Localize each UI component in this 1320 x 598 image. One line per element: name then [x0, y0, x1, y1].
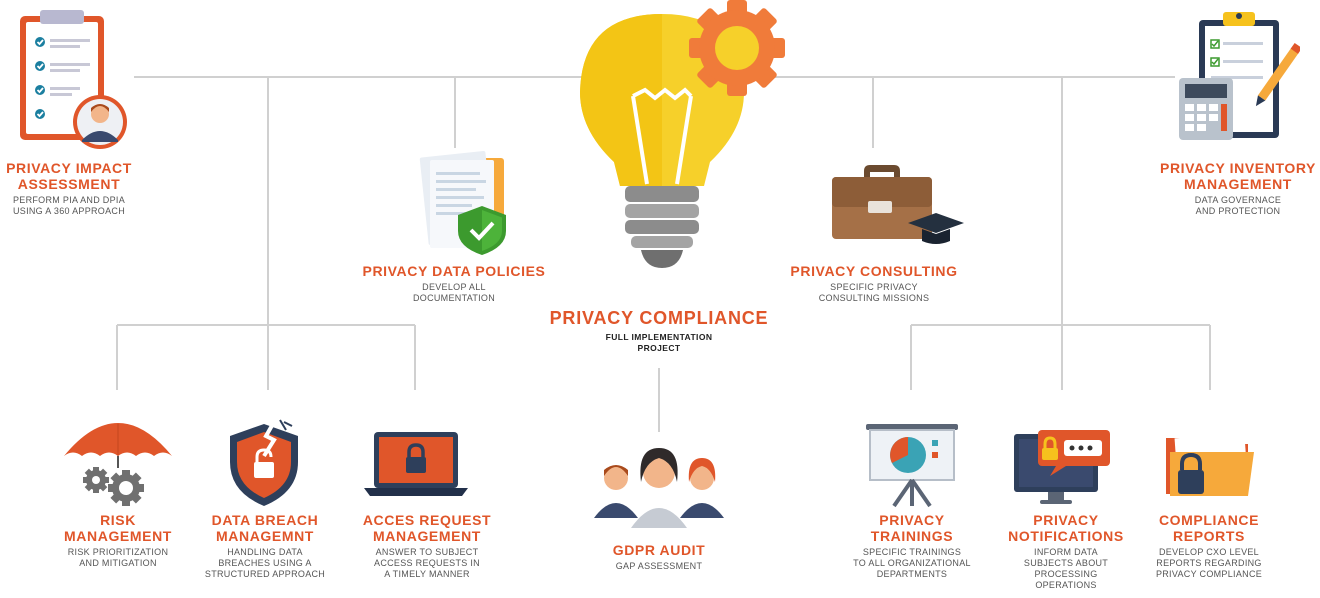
node-title: ACCES REQUEST MANAGEMENT — [362, 512, 492, 544]
node-desc: RISK PRIORITIZATION AND MITIGATION — [67, 547, 169, 568]
node-desc: INFORM DATA SUBJECTS ABOUT PROCESSING OP… — [1023, 547, 1109, 590]
node-privacy-consulting: PRIVACY CONSULTING SPECIFIC PRIVACY CONS… — [774, 263, 974, 304]
node-privacy-inventory-management: PRIVACY INVENTORY MANAGEMENT DATA GOVERN… — [1150, 160, 1320, 217]
node-title: PRIVACY NOTIFICATIONS — [1008, 512, 1124, 544]
node-desc: PERFORM PIA AND DPIA USING A 360 APPROAC… — [12, 195, 126, 216]
node-desc: DEVELOP ALL DOCUMENTATION — [412, 282, 496, 303]
broken-shield-lock-icon — [230, 419, 298, 506]
node-privacy-impact-assessment: PRIVACY IMPACT ASSESSMENT PERFORM PIA AN… — [0, 160, 138, 217]
laptop-lock-icon — [364, 432, 468, 496]
briefcase-graduation-cap-icon — [832, 165, 964, 244]
node-title: GDPR AUDIT — [612, 542, 706, 558]
node-desc: SPECIFIC PRIVACY CONSULTING MISSIONS — [818, 282, 930, 303]
node-title: PRIVACY INVENTORY MANAGEMENT — [1160, 160, 1316, 192]
node-compliance-reports: COMPLIANCE REPORTS DEVELOP CXO LEVEL REP… — [1146, 512, 1272, 580]
umbrella-gears-icon — [64, 423, 172, 506]
node-privacy-data-policies: PRIVACY DATA POLICIES DEVELOP ALL DOCUME… — [340, 263, 568, 304]
node-title: PRIVACY DATA POLICIES — [362, 263, 546, 279]
node-risk-management: RISK MANAGEMENT RISK PRIORITIZATION AND … — [52, 512, 184, 569]
node-access-request-management: ACCES REQUEST MANAGEMENT ANSWER TO SUBJE… — [354, 512, 500, 580]
center-node: PRIVACY COMPLIANCE FULL IMPLEMENTATION P… — [509, 308, 809, 354]
folder-lock-icon — [1166, 433, 1254, 496]
clipboard-checklist-person-icon — [20, 10, 127, 149]
node-title: PRIVACY IMPACT ASSESSMENT — [6, 160, 132, 192]
documents-shield-icon — [419, 150, 506, 255]
node-title: COMPLIANCE REPORTS — [1158, 512, 1260, 544]
team-people-icon — [594, 448, 724, 528]
node-desc: ANSWER TO SUBJECT ACCESS REQUESTS IN A T… — [374, 547, 480, 579]
monitor-password-icon — [1014, 430, 1110, 504]
node-desc: DATA GOVERNACE AND PROTECTION — [1194, 195, 1282, 216]
node-desc: DEVELOP CXO LEVEL REPORTS REGARDING PRIV… — [1155, 547, 1263, 579]
node-desc: HANDLING DATA BREACHES USING A STRUCTURE… — [204, 547, 326, 579]
node-title: RISK MANAGEMENT — [64, 512, 172, 544]
node-title: PRIVACY CONSULTING — [790, 263, 958, 279]
node-title: DATA BREACH MANAGEMNT — [211, 512, 319, 544]
node-desc: SPECIFIC TRAININGS TO ALL ORGANIZATIONAL… — [853, 547, 971, 579]
node-data-breach-management: DATA BREACH MANAGEMNT HANDLING DATA BREA… — [198, 512, 332, 580]
node-desc: GAP ASSESSMENT — [615, 561, 703, 571]
center-subtitle: FULL IMPLEMENTATION PROJECT — [605, 332, 713, 353]
node-privacy-trainings: PRIVACY TRAININGS SPECIFIC TRAININGS TO … — [846, 512, 978, 580]
lightbulb-gear-icon — [580, 0, 785, 268]
presentation-board-icon — [866, 424, 958, 508]
node-privacy-notifications: PRIVACY NOTIFICATIONS INFORM DATA SUBJEC… — [996, 512, 1136, 591]
clipboard-calculator-icon — [1179, 12, 1300, 140]
center-title: PRIVACY COMPLIANCE — [549, 308, 769, 328]
node-title: PRIVACY TRAININGS — [870, 512, 954, 544]
node-gdpr-audit: GDPR AUDIT GAP ASSESSMENT — [584, 542, 734, 572]
